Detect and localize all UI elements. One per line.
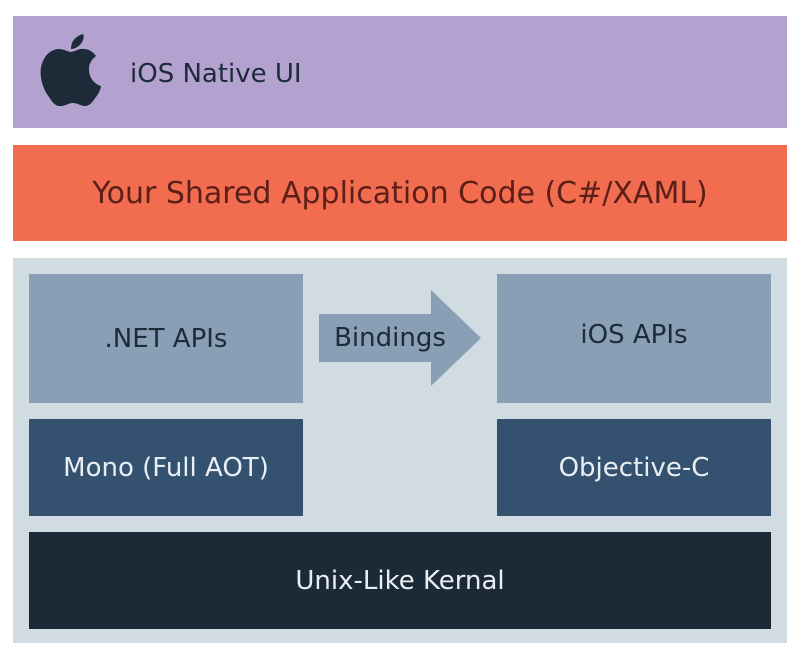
- dotnet-apis-box: .NET APIs: [29, 274, 303, 403]
- mono-full-aot-box: Mono (Full AOT): [29, 419, 303, 516]
- ios-native-ui-layer: [13, 16, 787, 128]
- apple-logo-icon: [40, 34, 101, 106]
- ios-native-ui-label: iOS Native UI: [130, 59, 302, 89]
- shared-application-code-layer: Your Shared Application Code (C#/XAML): [13, 145, 787, 241]
- bindings-label: Bindings: [334, 323, 446, 353]
- bindings-arrow: [319, 290, 481, 386]
- unix-like-kernel-box: Unix-Like Kernal: [29, 532, 771, 629]
- objective-c-box: Objective-C: [497, 419, 771, 516]
- ios-apis-box: iOS APIs: [497, 274, 771, 403]
